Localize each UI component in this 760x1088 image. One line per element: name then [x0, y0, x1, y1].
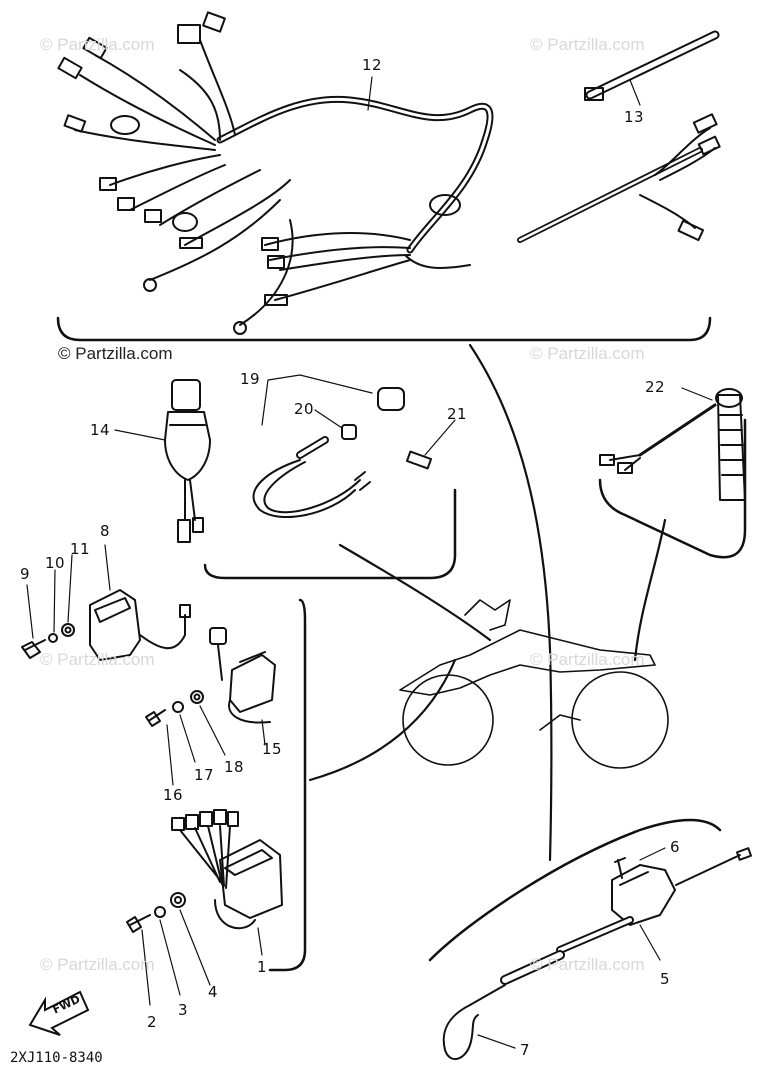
callout-15: 15: [262, 740, 283, 758]
callout-13: 13: [624, 108, 645, 126]
callout-22: 22: [645, 378, 666, 396]
wire-harness-12: [57, 11, 721, 335]
cdi-unit-8: [21, 544, 191, 661]
leader-arcs: [268, 343, 722, 972]
callout-10: 10: [45, 554, 66, 572]
diagram-code: 2XJ110-8340: [10, 1050, 103, 1066]
callout-12: 12: [362, 56, 383, 74]
watermark: © Partzilla.com: [530, 35, 645, 54]
callout-18: 18: [224, 758, 245, 776]
callout-20: 20: [294, 400, 315, 418]
watermark: © Partzilla.com: [530, 344, 645, 363]
callout-8: 8: [100, 522, 111, 540]
main-switch-14: [114, 379, 211, 543]
starter-relay-5: [442, 847, 753, 1060]
watermark: © Partzilla.com: [58, 344, 173, 363]
throttle-grip-22: [599, 387, 746, 501]
watermark: © Partzilla.com: [40, 650, 155, 669]
callout-5: 5: [660, 970, 671, 988]
callout-2: 2: [147, 1013, 158, 1031]
band-13: [584, 30, 720, 106]
fwd-arrow-icon: [28, 990, 90, 1036]
callout-17: 17: [194, 766, 215, 784]
group-frame-right: [598, 418, 747, 559]
callout-6: 6: [670, 838, 681, 856]
callout-14: 14: [90, 421, 111, 439]
callout-7: 7: [520, 1041, 531, 1059]
callout-16: 16: [163, 786, 184, 804]
callout-3: 3: [178, 1001, 189, 1019]
ignition-coil-15: [145, 627, 276, 786]
regulator-1: [126, 809, 283, 1006]
callout-1: 1: [257, 958, 268, 976]
callout-19: 19: [240, 370, 261, 388]
callout-21: 21: [447, 405, 468, 423]
sensor-19: [252, 374, 456, 518]
watermark: © Partzilla.com: [530, 650, 645, 669]
watermark: © Partzilla.com: [40, 35, 155, 54]
vehicle-outline: [399, 599, 669, 769]
group-frame-top: [56, 316, 712, 342]
callout-9: 9: [20, 565, 31, 583]
watermark: © Partzilla.com: [40, 955, 155, 974]
callout-4: 4: [208, 983, 219, 1001]
group-frame-middle: [203, 488, 457, 580]
watermark: © Partzilla.com: [530, 955, 645, 974]
callout-11: 11: [70, 540, 91, 558]
